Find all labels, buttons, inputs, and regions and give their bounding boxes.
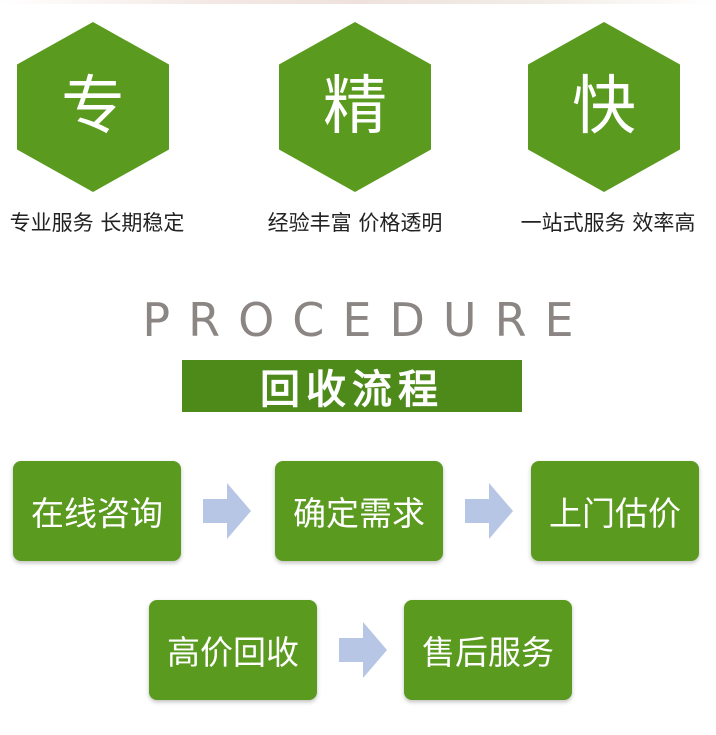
badge-char: 专 — [61, 70, 125, 144]
hexagon-badge-jing: 精 — [279, 22, 431, 192]
step-label: 售后服务 — [422, 633, 554, 672]
step-label: 在线咨询 — [31, 494, 163, 533]
arrow-right-icon — [203, 483, 251, 539]
step-confirm-needs: 确定需求 — [275, 461, 443, 561]
step-onsite-valuation: 上门估价 — [531, 461, 699, 561]
arrow-right-icon — [465, 483, 513, 539]
step-after-sales: 售后服务 — [404, 600, 572, 700]
feature-caption-experience: 经验丰富 价格透明 — [267, 211, 443, 235]
feature-caption-one-stop: 一站式服务 效率高 — [520, 211, 696, 235]
feature-caption-professional: 专业服务 长期稳定 — [9, 211, 185, 235]
step-label: 上门估价 — [549, 494, 681, 533]
badge-char: 精 — [323, 70, 387, 144]
procedure-heading: PROCEDURE — [142, 293, 592, 347]
procedure-title-bar: 回收流程 — [182, 360, 522, 413]
step-high-price-recycle: 高价回收 — [149, 600, 317, 700]
hexagon-badge-kuai: 快 — [528, 22, 680, 192]
step-label: 高价回收 — [167, 633, 299, 672]
hexagon-badge-zhuan: 专 — [17, 22, 169, 192]
top-photo-strip — [0, 0, 716, 4]
step-label: 确定需求 — [293, 494, 425, 533]
procedure-title: 回收流程 — [260, 367, 444, 413]
step-online-consult: 在线咨询 — [13, 461, 181, 561]
arrow-right-icon — [339, 622, 387, 678]
badge-char: 快 — [572, 70, 636, 144]
